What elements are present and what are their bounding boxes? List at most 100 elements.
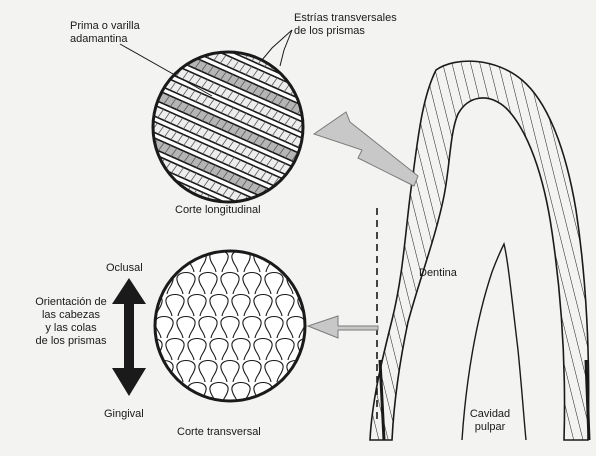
prism-cross-striation <box>121 174 127 184</box>
prism-cross-striation <box>169 48 175 58</box>
prism-cross-striation <box>132 97 138 107</box>
prism-cross-striation <box>115 188 121 198</box>
prism-cross-striation <box>284 50 290 60</box>
prism-cross-striation <box>223 220 229 230</box>
prism-cross-striation <box>128 194 134 204</box>
prism-cross-striation <box>310 127 316 137</box>
prism-cross-striation <box>160 208 166 218</box>
longitudinal-section-label: Corte longitudinal <box>175 204 261 217</box>
prism-cross-striation <box>252 35 258 45</box>
keyhole-prism <box>276 383 294 405</box>
prism-cross-striation <box>297 72 303 82</box>
prism-cross-striation <box>232 10 238 20</box>
prism-cross-striation <box>274 242 280 252</box>
prism-cross-striation <box>133 130 139 140</box>
keyhole-prism <box>155 229 173 251</box>
keyhole-prism <box>166 383 184 405</box>
prism-cross-striation <box>156 26 162 36</box>
keyhole-prism <box>144 427 162 449</box>
zoom-arrow-longitudinal <box>314 112 418 186</box>
orientation-label-line: Orientación de <box>26 296 116 309</box>
enamel-band <box>370 61 589 440</box>
prism-cross-striation <box>169 31 175 41</box>
prism-label: Prima o varilla adamantina <box>70 20 140 46</box>
prism-cross-striation <box>298 155 304 165</box>
keyhole-prism <box>331 273 349 295</box>
prism-cross-striation <box>140 183 146 193</box>
prism-cross-striation <box>96 179 102 189</box>
prism-cross-striation <box>348 78 354 88</box>
prism-cross-striation <box>249 231 255 241</box>
prism-cross-striation <box>134 196 140 206</box>
prism-cross-striation <box>230 239 236 249</box>
prism-cross-striation <box>95 163 101 173</box>
prism-cross-striation <box>305 157 311 167</box>
prism-cross-striation <box>255 234 261 244</box>
orientation-label-line: las cabezas <box>26 309 116 322</box>
prism-cross-striation <box>226 24 232 34</box>
keyhole-prism <box>221 405 239 427</box>
prism-cross-striation <box>121 191 127 201</box>
prism-cross-striation <box>140 199 146 209</box>
prism-cross-striation <box>179 233 185 243</box>
prism-cross-striation <box>144 70 150 80</box>
keyhole-prism <box>320 383 338 405</box>
keyhole-prism <box>320 207 338 229</box>
keyhole-prism <box>342 339 360 361</box>
prism-cross-striation <box>182 21 188 31</box>
keyhole-prism <box>342 383 360 405</box>
prism-cross-striation <box>139 133 145 143</box>
prism-cross-striation <box>341 59 347 69</box>
keyhole-prism <box>276 207 294 229</box>
prism-cross-striation <box>353 48 359 58</box>
prism-cross-striation <box>192 239 198 249</box>
prism-cross-striation <box>188 7 194 17</box>
keyhole-prism <box>144 207 162 229</box>
prism-cross-striation <box>268 223 274 233</box>
keyhole-prism <box>342 207 360 229</box>
prism-cross-striation <box>225 0 231 1</box>
prism-cross-striation <box>144 37 150 47</box>
prism-cross-striation <box>166 227 172 237</box>
keyhole-prism <box>298 383 316 405</box>
keyhole-prism <box>144 383 162 405</box>
prism-cross-striation <box>141 232 147 242</box>
keyhole-prism <box>155 405 173 427</box>
keyhole-prism <box>309 405 327 427</box>
prism-cross-striation <box>323 149 329 159</box>
prism-cross-striation <box>232 27 238 37</box>
prism-cross-striation <box>96 212 102 222</box>
prism-cross-striation <box>273 193 279 203</box>
prism-cross-striation <box>150 23 156 33</box>
prism-cross-striation <box>108 152 114 162</box>
prism-cross-striation <box>303 91 309 101</box>
prism-cross-striation <box>115 221 121 231</box>
prism-cross-striation <box>264 0 270 1</box>
keyhole-prism <box>144 251 162 273</box>
prism-cross-striation <box>194 0 200 3</box>
prism-cross-striation <box>322 50 328 60</box>
prism-cross-striation <box>147 219 153 229</box>
prism-cross-striation <box>165 178 171 188</box>
prism-cross-striation <box>281 245 287 255</box>
prism-cross-striation <box>257 5 263 15</box>
prism-cross-striation <box>335 72 341 82</box>
prism-cross-striation <box>194 26 200 36</box>
prism-cross-striation <box>154 238 160 248</box>
prism-cross-striation <box>175 18 181 28</box>
prism-cross-striation <box>96 196 102 206</box>
prism-cross-striation <box>135 229 141 239</box>
prism-cross-striation <box>159 191 165 201</box>
prism-cross-striation <box>236 225 242 235</box>
prism-cross-striation <box>119 91 125 101</box>
prism-cross-striation <box>220 21 226 31</box>
prism-cross-striation <box>286 182 292 192</box>
keyhole-prism <box>276 427 294 449</box>
prism-cross-striation <box>309 78 315 88</box>
prism-cross-striation <box>305 191 311 201</box>
prism-cross-striation <box>305 174 311 184</box>
prism-cross-striation <box>316 97 322 107</box>
prism-cross-striation <box>299 188 305 198</box>
prism-cross-striation <box>264 41 270 51</box>
